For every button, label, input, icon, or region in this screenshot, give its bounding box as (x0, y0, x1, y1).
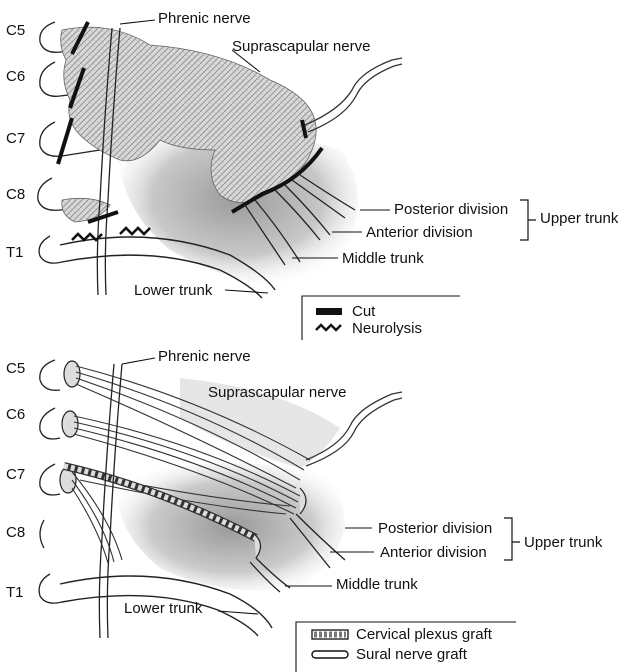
root-label-c7: C7 (6, 130, 25, 147)
root-label-t1: T1 (6, 584, 24, 601)
root-label-t1: T1 (6, 244, 24, 261)
label-middle-trunk: Middle trunk (336, 576, 418, 593)
root-label-c5: C5 (6, 360, 25, 377)
legend-label-cut: Cut (352, 303, 375, 320)
legend-label-neurolysis: Neurolysis (352, 320, 422, 337)
label-posterior-division: Posterior division (378, 520, 492, 537)
label-phrenic-nerve: Phrenic nerve (158, 10, 251, 27)
label-lower-trunk: Lower trunk (124, 600, 202, 617)
c5-stump (64, 361, 80, 387)
label-posterior-division: Posterior division (394, 201, 508, 218)
label-anterior-division: Anterior division (380, 544, 487, 561)
top-panel-neuroma-diagram: C5 C6 C7 C8 T1 Phrenic nerve Suprascapul… (0, 0, 628, 340)
root-c8-outline (40, 520, 44, 548)
label-suprascapular-nerve: Suprascapular nerve (232, 38, 370, 55)
label-middle-trunk: Middle trunk (342, 250, 424, 267)
root-c5-outline (40, 360, 60, 390)
root-label-c5: C5 (6, 22, 25, 39)
root-label-c8: C8 (6, 524, 25, 541)
legend-label-cervical-plexus-graft: Cervical plexus graft (356, 626, 492, 643)
root-c7-outline (40, 464, 60, 495)
legend-cut-symbol (316, 308, 342, 315)
label-phrenic-nerve: Phrenic nerve (158, 348, 251, 365)
root-label-c6: C6 (6, 406, 25, 423)
root-label-c8: C8 (6, 186, 25, 203)
root-t1-outline (39, 236, 62, 263)
label-upper-trunk: Upper trunk (540, 210, 618, 227)
root-label-c7: C7 (6, 466, 25, 483)
root-c6-outline (40, 408, 60, 439)
c6-stump (62, 411, 78, 437)
legend-label-sural-nerve-graft: Sural nerve graft (356, 646, 467, 663)
label-anterior-division: Anterior division (366, 224, 473, 241)
label-suprascapular-nerve: Suprascapular nerve (208, 384, 346, 401)
upper-trunk-bracket (504, 518, 520, 560)
bottom-panel-graft-diagram: C5 C6 C7 C8 T1 Phrenic nerve Suprascapul… (0, 338, 628, 672)
root-label-c6: C6 (6, 68, 25, 85)
neurolysis-mark-2 (120, 228, 150, 234)
legend-neurolysis-symbol (316, 325, 341, 330)
suprascapular-nerve-line-2 (308, 64, 402, 132)
legend-sural-nerve-symbol (312, 651, 348, 658)
label-lower-trunk: Lower trunk (134, 282, 212, 299)
root-t1-outline (39, 574, 62, 603)
upper-trunk-bracket (520, 200, 536, 240)
label-upper-trunk: Upper trunk (524, 534, 602, 551)
suprascapular-nerve-line (305, 58, 402, 125)
